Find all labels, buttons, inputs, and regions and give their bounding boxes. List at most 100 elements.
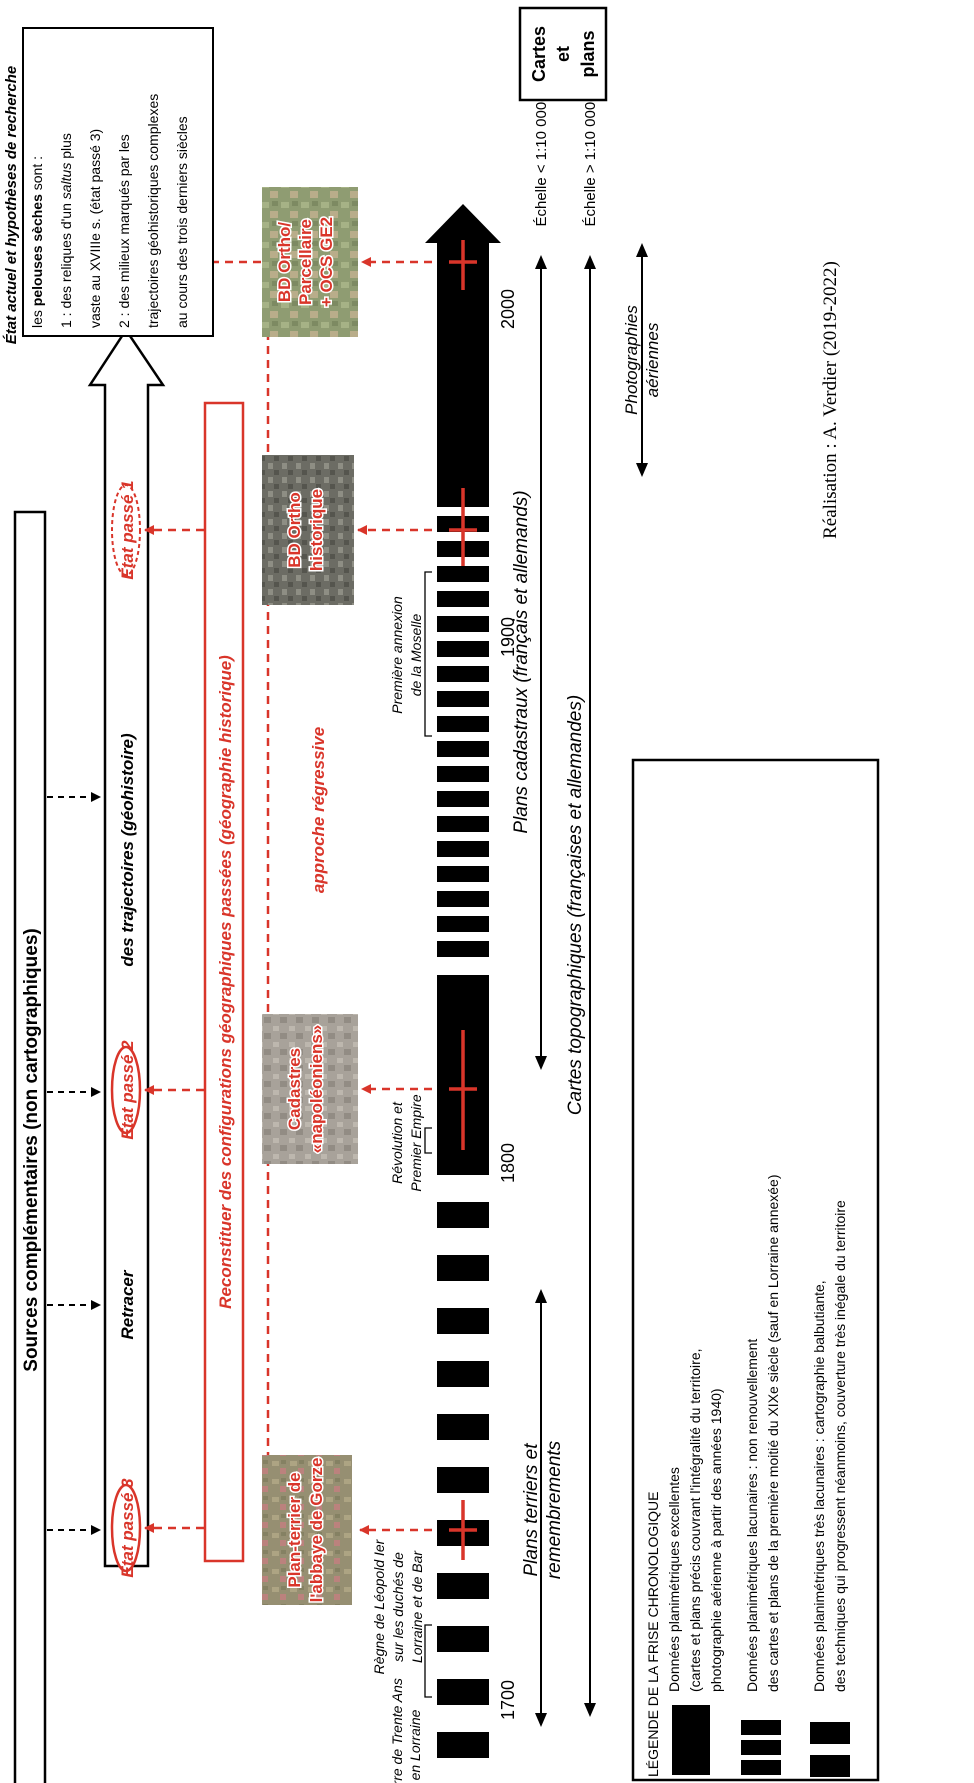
reconstituer-label: Reconstituer des configurations géograph… bbox=[216, 655, 235, 1309]
legend-swatch-excellent bbox=[672, 1705, 710, 1775]
cartes-plans-1: Cartes bbox=[529, 26, 549, 82]
reconstituer-arrows bbox=[144, 525, 204, 1533]
timeline-segment bbox=[437, 616, 489, 632]
timeline-segment bbox=[437, 816, 489, 832]
sources-arrows bbox=[47, 792, 101, 1535]
timeline-segment bbox=[437, 866, 489, 882]
legend-item3-line1: Données planimétriques très lacunaires :… bbox=[811, 1280, 827, 1692]
timeline-segment bbox=[437, 891, 489, 907]
legend-item1-line1: Données planimétriques excellentes bbox=[666, 1467, 682, 1692]
plans-cadastraux: Plans cadastraux (français et allemands) bbox=[511, 490, 532, 833]
scale-large: Échelle > 1:10 000e bbox=[582, 93, 599, 226]
bd-ortho-historique-image bbox=[262, 455, 354, 605]
timeline-segment bbox=[437, 591, 489, 607]
cartes-plans-box bbox=[518, 6, 608, 102]
timeline-arrowhead bbox=[425, 204, 501, 243]
bd-ortho-hist-line1: BD Ortho bbox=[285, 492, 304, 568]
photos-2: aériennes bbox=[643, 322, 662, 397]
bd-ortho-line3: + OCS GE2 bbox=[317, 217, 336, 307]
legend-item3-line2: des techniques qui progressent néanmoins… bbox=[832, 1200, 848, 1692]
legend-swatch-lacunaires bbox=[741, 1720, 781, 1775]
timeline-segment bbox=[437, 1202, 489, 1228]
timeline-segment bbox=[437, 1573, 489, 1599]
timeline-segment bbox=[437, 641, 489, 657]
timeline-segment bbox=[437, 1414, 489, 1440]
scale-small: Échelle < 1:10 000e bbox=[533, 93, 550, 226]
plans-terriers-1: Plans terriers et bbox=[521, 1443, 542, 1577]
legend-item2-line1: Données planimétriques lacunaires : non … bbox=[744, 1339, 760, 1692]
svg-text:les pelouses sèches sont :: les pelouses sèches sont : bbox=[29, 156, 45, 328]
etat-actuel-title: État actuel et hypothèses de recherche bbox=[3, 66, 20, 344]
timeline-segment bbox=[437, 1255, 489, 1281]
event-annexion-1: Première annexion bbox=[389, 596, 405, 714]
cadastres-image bbox=[262, 1014, 358, 1164]
timeline-events: Guerre de Trente Ans en Lorraine Règne d… bbox=[371, 596, 425, 1783]
timeline-red-caps bbox=[449, 260, 477, 1532]
year-1900: 1900 bbox=[498, 617, 518, 657]
timeline-segment bbox=[437, 666, 489, 682]
event-leopold-2: sur les duchés de bbox=[390, 1552, 406, 1662]
cartes-topo: Cartes topographiques (françaises et all… bbox=[565, 695, 586, 1115]
svg-text:au cours des trois derniers si: au cours des trois derniers siècles bbox=[174, 116, 190, 328]
reconstituer-box bbox=[203, 401, 245, 1563]
legend-item2-line2: des cartes et plans de la première moiti… bbox=[765, 1174, 781, 1692]
legend-text: Données planimétriques excellentes (cart… bbox=[666, 1174, 848, 1692]
plan-terrier-image bbox=[262, 1455, 352, 1605]
svg-text:2 : des milieux marqués par le: 2 : des milieux marqués par les bbox=[116, 134, 132, 328]
event-revolution-1: Révolution et bbox=[389, 1101, 405, 1184]
event-annexion-2: de la Moselle bbox=[408, 614, 424, 697]
trajectoires-label: des trajectoires (géohistoire) bbox=[118, 733, 137, 967]
bd-ortho-line2: Parcellaire bbox=[296, 219, 315, 305]
timeline-segment bbox=[437, 741, 489, 757]
etat3-label: Etat passé 3 bbox=[118, 1478, 137, 1578]
plans-terriers-2: remembrements bbox=[544, 1440, 565, 1579]
timeline bbox=[425, 204, 501, 1758]
etat-actuel-box bbox=[22, 27, 214, 337]
timeline-segment bbox=[437, 691, 489, 707]
image-arrows bbox=[159, 257, 432, 1535]
timeline-segment bbox=[437, 1361, 489, 1387]
timeline-segment bbox=[437, 1467, 489, 1493]
retracer-label: Retracer bbox=[118, 1269, 137, 1339]
event-trente-ans-1: Guerre de Trente Ans bbox=[389, 1678, 405, 1783]
etat2-label: Etat passé 2 bbox=[118, 1040, 137, 1140]
legend-box bbox=[631, 758, 880, 1782]
legend-title: LÉGENDE DE LA FRISE CHRONOLOGIQUE bbox=[645, 1491, 661, 1777]
etat-actuel-text: les pelouses sèches sont : 1 : des reliq… bbox=[29, 94, 190, 328]
event-revolution-2: Premier Empire bbox=[408, 1094, 424, 1191]
etat3-ellipse bbox=[110, 1483, 142, 1573]
timeline-segment bbox=[437, 841, 489, 857]
cartes-plans-2: et bbox=[553, 46, 573, 62]
timeline-segment bbox=[437, 716, 489, 732]
timeline-segment bbox=[437, 1149, 489, 1175]
event-leopold-3: Lorraine et de Bar bbox=[409, 1550, 425, 1663]
year-2000: 2000 bbox=[498, 289, 518, 329]
cadastres-line2: «napoléoniens» bbox=[307, 1025, 326, 1153]
timeline-segment bbox=[437, 1732, 489, 1758]
plan-terrier-line2: l'abbaye de Gorze bbox=[307, 1458, 326, 1603]
bd-ortho-line1: BD Ortho/ bbox=[275, 222, 294, 303]
year-1800: 1800 bbox=[498, 1143, 518, 1183]
timeline-segment bbox=[437, 1679, 489, 1705]
bd-ortho-hist-line2: historique bbox=[307, 489, 326, 571]
timeline-segments bbox=[437, 491, 489, 1758]
sources-box-label: Sources complémentaires (non cartographi… bbox=[21, 928, 42, 1371]
event-trente-ans-2: en Lorraine bbox=[407, 1709, 423, 1780]
timeline-segment bbox=[437, 916, 489, 932]
svg-text:1 : des reliques d'un saltus p: 1 : des reliques d'un saltus plus bbox=[58, 133, 74, 328]
timeline-segment bbox=[437, 1308, 489, 1334]
cadastres-line1: Cadastres bbox=[285, 1048, 304, 1130]
legend-item1-line3: photographie aérienne à partir des année… bbox=[708, 1388, 724, 1692]
etat1-ellipse bbox=[111, 484, 141, 576]
timeline-segment bbox=[437, 566, 489, 582]
plan-terrier-line1: Plan-terrier de bbox=[285, 1472, 304, 1587]
timeline-segment bbox=[437, 941, 489, 957]
year-1700: 1700 bbox=[498, 1680, 518, 1720]
event-leopold-1: Règne de Léopold Ier bbox=[371, 1538, 387, 1674]
credit: Réalisation : A. Verdier (2019-2022) bbox=[820, 261, 841, 539]
sources-box bbox=[13, 510, 47, 1783]
cartes-plans-3: plans bbox=[578, 30, 598, 77]
legend-item1-line2: (cartes et plans précis couvrant l'intég… bbox=[687, 1349, 703, 1693]
